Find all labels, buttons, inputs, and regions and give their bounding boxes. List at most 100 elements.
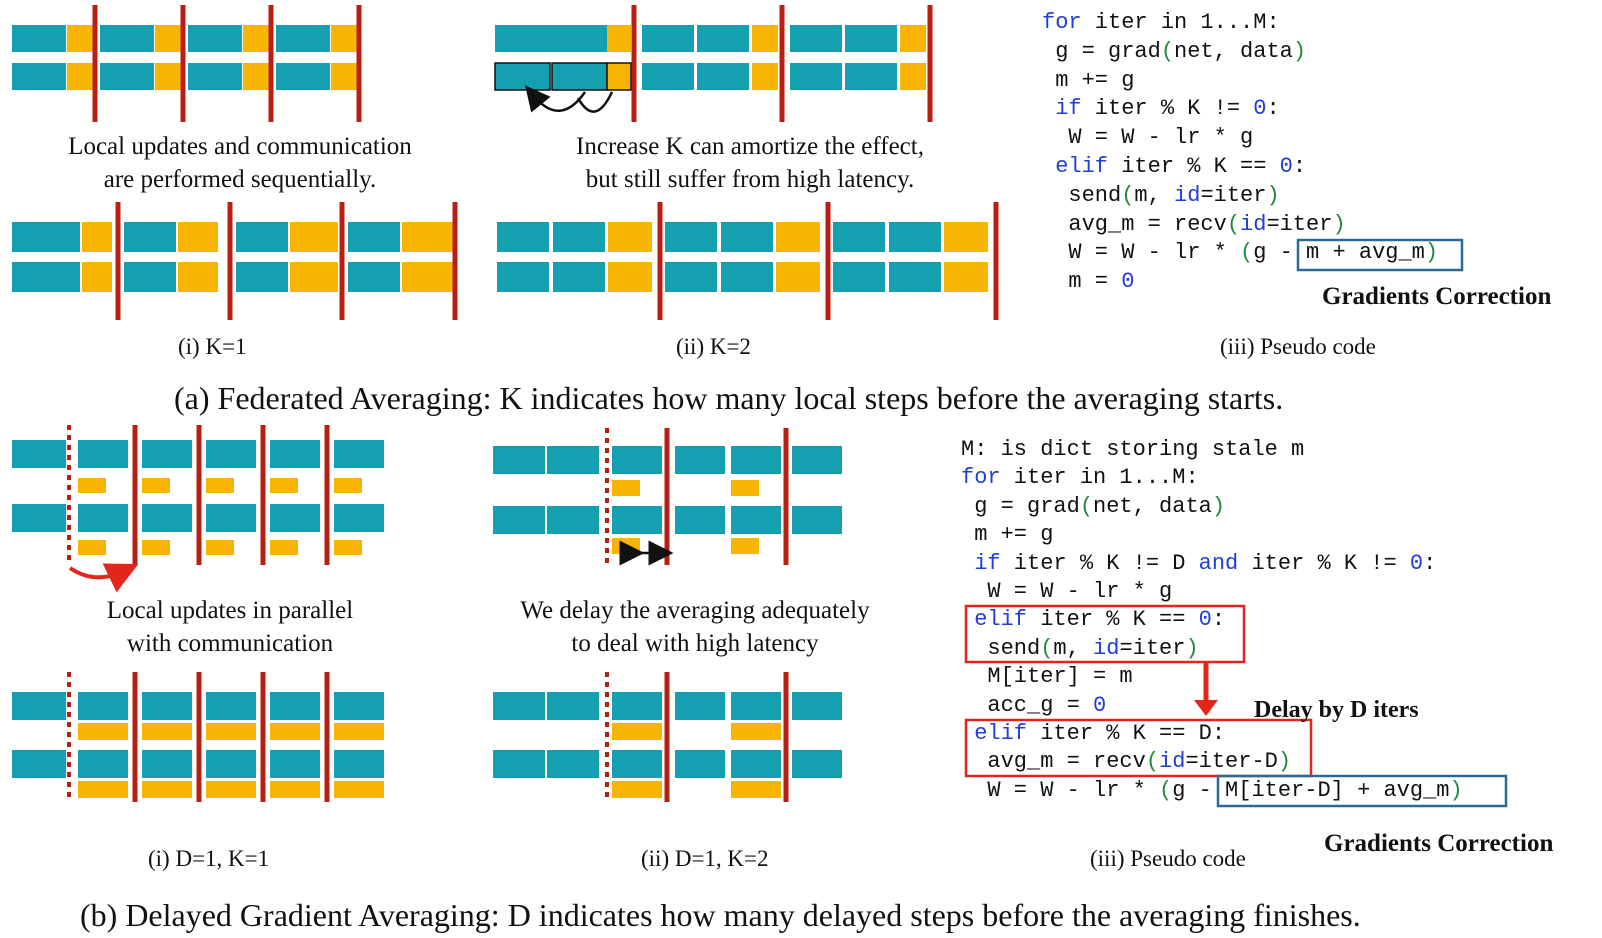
label-a-iii: (iii) Pseudo code — [1220, 334, 1376, 359]
code-a-line: avg_m = recv(id=iter) — [1042, 211, 1346, 237]
compute-block — [270, 504, 320, 532]
comm-block — [752, 63, 778, 90]
compute-block — [188, 63, 242, 90]
delay-label: Delay by D iters — [1254, 697, 1419, 723]
compute-block — [731, 692, 781, 720]
compute-block — [100, 25, 154, 52]
compute-block — [348, 222, 400, 252]
comm-block — [334, 723, 384, 740]
comm-block — [243, 25, 269, 52]
comm-block — [142, 540, 170, 555]
code-b-line: avg_m = recv(id=iter-D) — [961, 749, 1292, 775]
label-a-i: (i) K=1 — [178, 334, 247, 359]
compute-block — [348, 262, 400, 292]
compute-block — [889, 262, 941, 292]
correction-label-b: Gradients Correction — [1324, 830, 1554, 857]
compute-block — [675, 750, 725, 778]
compute-block — [731, 446, 781, 474]
delay-arrow-head — [1194, 700, 1218, 716]
comm-block — [206, 540, 234, 555]
code-a-line: W = W - lr * g — [1042, 125, 1254, 151]
compute-block — [642, 63, 694, 90]
compute-block — [12, 262, 80, 292]
compute-block — [697, 25, 749, 52]
compute-block — [553, 222, 605, 252]
comm-block — [142, 723, 192, 740]
title-a: (a) Federated Averaging: K indicates how… — [174, 380, 1284, 416]
compute-block — [665, 222, 717, 252]
code-b-line: send(m, id=iter) — [961, 635, 1199, 661]
compute-block — [12, 222, 80, 252]
compute-block — [547, 692, 599, 720]
comm-block — [243, 63, 269, 90]
compute-block — [553, 262, 605, 292]
compute-block — [206, 504, 256, 532]
comm-block — [78, 478, 106, 493]
compute-block — [675, 692, 725, 720]
compute-block — [206, 440, 256, 468]
comm-block — [270, 540, 298, 555]
compute-block — [612, 692, 662, 720]
compute-block — [547, 750, 599, 778]
compute-block — [12, 25, 66, 52]
compute-block — [100, 63, 154, 90]
code-a-line: if iter % K != 0: — [1055, 96, 1280, 122]
label-a-ii: (ii) K=2 — [676, 334, 751, 359]
caption-a-ii: Increase K can amortize the effect, but … — [540, 130, 960, 196]
comm-block — [178, 222, 218, 252]
caption-b-i: Local updates in parallel with communica… — [20, 594, 440, 660]
red-arrow — [68, 563, 139, 593]
caption-a-i: Local updates and communication are perf… — [30, 130, 450, 196]
comm-block — [612, 723, 662, 740]
comm-block — [155, 25, 181, 52]
compute-block — [495, 25, 607, 52]
compute-block — [833, 262, 885, 292]
label-b-i: (i) D=1, K=1 — [148, 846, 270, 871]
correction-box-b — [1216, 774, 1508, 808]
code-b-line: g = grad(net, data) — [961, 493, 1226, 519]
comm-block — [67, 63, 93, 90]
code-a-line: send(m, id=iter) — [1042, 182, 1280, 208]
caption-a-ii-line2: but still suffer from high latency. — [585, 166, 915, 193]
comm-block — [334, 478, 362, 493]
code-b-line: M[iter] = m — [961, 664, 1133, 690]
caption-b-i-line1: Local updates in parallel — [106, 597, 354, 624]
compute-block — [721, 222, 773, 252]
comm-block — [776, 262, 820, 292]
compute-block — [833, 222, 885, 252]
compute-block — [334, 440, 384, 468]
compute-block — [276, 63, 330, 90]
code-b-line: for iter in 1...M: — [961, 465, 1199, 491]
comm-block — [206, 781, 256, 798]
compute-block — [493, 506, 545, 534]
code-b-line: elif iter % K == 0: — [974, 607, 1226, 633]
comm-block — [206, 723, 256, 740]
compute-block — [612, 446, 662, 474]
comm-block — [612, 781, 662, 798]
code-a-line: m = 0 — [1042, 269, 1135, 295]
compute-block — [493, 692, 545, 720]
comm-block — [270, 781, 320, 798]
comm-block — [331, 25, 357, 52]
compute-block — [124, 222, 176, 252]
code-b-line: W = W - lr * (g - M[iter-D] + avg_m) — [961, 777, 1463, 803]
caption-b-ii: We delay the averaging adequately to dea… — [495, 594, 895, 660]
compute-block — [697, 63, 749, 90]
comm-block — [402, 222, 454, 252]
comm-block — [178, 262, 218, 292]
compute-block — [236, 222, 288, 252]
compute-block — [731, 506, 781, 534]
compute-block — [792, 446, 842, 474]
correction-box-a — [1296, 238, 1464, 272]
caption-a-i-line1: Local updates and communication — [68, 133, 412, 160]
compute-block — [334, 504, 384, 532]
compute-block — [12, 440, 66, 468]
compute-block — [270, 692, 320, 720]
label-b-iii: (iii) Pseudo code — [1090, 846, 1246, 871]
comm-block — [900, 25, 926, 52]
compute-block — [206, 750, 256, 778]
compute-block — [494, 62, 551, 91]
code-b-line: elif iter % K == D: — [974, 721, 1226, 746]
comm-block — [331, 63, 357, 90]
label-b-ii: (ii) D=1, K=2 — [641, 846, 769, 871]
